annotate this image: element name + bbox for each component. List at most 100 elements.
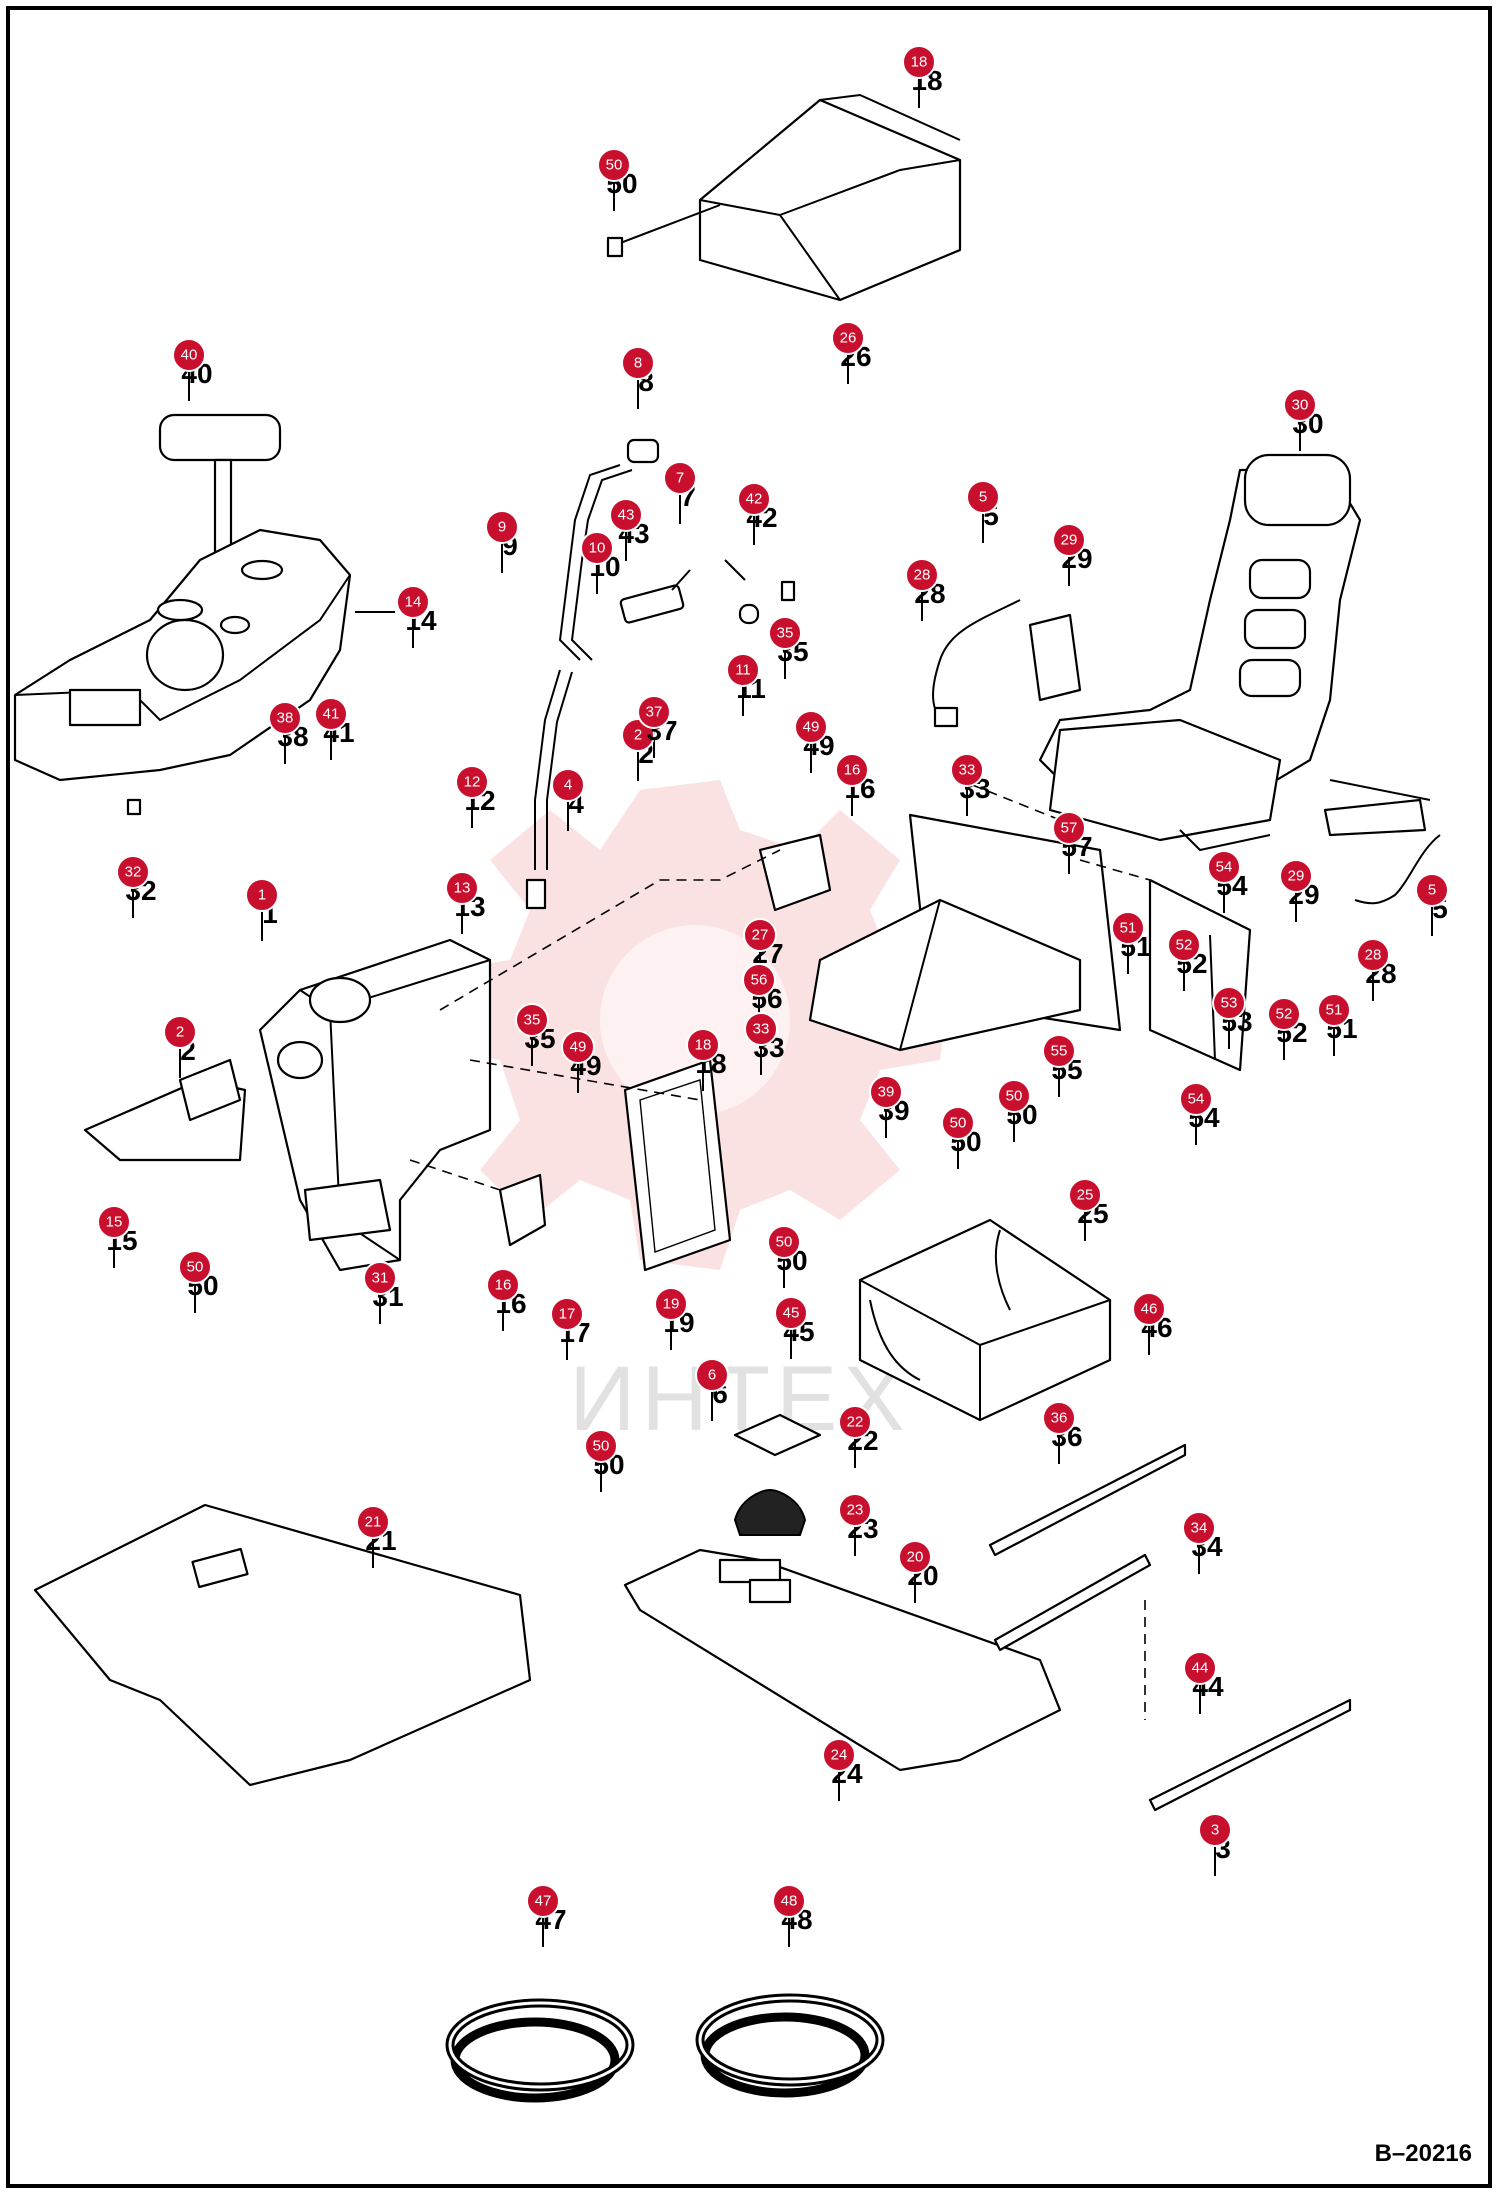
callout-badge[interactable]	[774, 1296, 808, 1330]
callout-number: 50	[950, 1115, 967, 1132]
callout-number: 44	[1192, 1660, 1209, 1677]
callout-number: 45	[783, 1305, 800, 1322]
callout-number: 41	[323, 706, 340, 723]
callout-badge[interactable]	[1052, 523, 1086, 557]
callout-badge[interactable]	[835, 753, 869, 787]
callout-number: 12	[464, 774, 481, 791]
callout-badge[interactable]	[726, 653, 760, 687]
callout-badge[interactable]	[268, 701, 302, 735]
callout-badge[interactable]	[455, 765, 489, 799]
callout-badge[interactable]	[163, 1015, 197, 1049]
callout-number: 40	[181, 347, 198, 364]
callout-number: 2	[176, 1024, 184, 1041]
callout-number: 18	[911, 54, 928, 71]
callout-badge[interactable]	[526, 1884, 560, 1918]
callout-badge[interactable]	[561, 1030, 595, 1064]
callout-badge[interactable]	[551, 768, 585, 802]
callout-number: 52	[1276, 1006, 1293, 1023]
callout-badge[interactable]	[597, 148, 631, 182]
callout-badge[interactable]	[1198, 1813, 1232, 1847]
callout-number: 19	[663, 1296, 680, 1313]
callout-badge[interactable]	[772, 1884, 806, 1918]
callout-badge[interactable]	[1212, 986, 1246, 1020]
callout-badge[interactable]	[245, 878, 279, 912]
callout-badge[interactable]	[1267, 997, 1301, 1031]
callout-number: 26	[840, 330, 857, 347]
seat-belt	[932, 599, 1441, 905]
callout-badge[interactable]	[695, 1358, 729, 1392]
callout-badge[interactable]	[637, 695, 671, 729]
callout-badge[interactable]	[743, 918, 777, 952]
callout-number: 56	[751, 972, 768, 989]
callout-badge[interactable]	[1356, 938, 1390, 972]
callout-badge[interactable]	[1167, 928, 1201, 962]
callout-badge[interactable]	[580, 531, 614, 565]
callout-badge[interactable]	[1052, 811, 1086, 845]
callout-badge[interactable]	[1042, 1401, 1076, 1435]
callout-badge[interactable]	[550, 1297, 584, 1331]
callout-badge[interactable]	[1279, 859, 1313, 893]
callout-badge[interactable]	[97, 1205, 131, 1239]
callout-number: 32	[125, 864, 142, 881]
callout-badge[interactable]	[950, 753, 984, 787]
callout-badge[interactable]	[116, 855, 150, 889]
callout-badge[interactable]	[663, 461, 697, 495]
callout-number: 13	[454, 880, 471, 897]
callout-badge[interactable]	[822, 1738, 856, 1772]
callout-number: 21	[365, 1514, 382, 1531]
callout-badge[interactable]	[621, 346, 655, 380]
callout-badge[interactable]	[445, 871, 479, 905]
callout-badge[interactable]	[767, 1225, 801, 1259]
callout-badge[interactable]	[768, 616, 802, 650]
callout-badge[interactable]	[997, 1079, 1031, 1113]
callout-badge[interactable]	[966, 480, 1000, 514]
callout-badge[interactable]	[1132, 1292, 1166, 1326]
callout-badge[interactable]	[178, 1250, 212, 1284]
callout-badge[interactable]	[172, 338, 206, 372]
callout-badge[interactable]	[905, 558, 939, 592]
callout-badge[interactable]	[485, 510, 519, 544]
callout-badge[interactable]	[584, 1429, 618, 1463]
operator-console	[13, 413, 395, 816]
callout-badge[interactable]	[1317, 993, 1351, 1027]
callout-badge[interactable]	[902, 45, 936, 79]
callout-badge[interactable]	[1068, 1178, 1102, 1212]
callout-badge[interactable]	[1179, 1082, 1213, 1116]
callout-badge[interactable]	[898, 1540, 932, 1574]
trim-strips	[988, 1443, 1352, 1812]
page-frame	[6, 6, 1492, 2188]
callout-badge[interactable]	[363, 1261, 397, 1295]
callout-number: 7	[676, 470, 684, 487]
callout-badge[interactable]	[654, 1287, 688, 1321]
callout-badge[interactable]	[1283, 388, 1317, 422]
callout-badge[interactable]	[742, 963, 776, 997]
callout-badge[interactable]	[838, 1405, 872, 1439]
callout-badge[interactable]	[609, 498, 643, 532]
callout-number: 50	[1006, 1088, 1023, 1105]
callout-badge[interactable]	[1415, 873, 1449, 907]
callout-badge[interactable]	[686, 1028, 720, 1062]
callout-badge[interactable]	[838, 1493, 872, 1527]
callout-number: 2	[634, 727, 642, 744]
callout-badge[interactable]	[486, 1268, 520, 1302]
callout-badge[interactable]	[794, 710, 828, 744]
callout-badge[interactable]	[744, 1012, 778, 1046]
callout-number: 20	[907, 1549, 924, 1566]
watermark-logo: ИНТЕХ	[440, 780, 950, 1450]
callout-badge[interactable]	[515, 1003, 549, 1037]
callout-badge[interactable]	[737, 482, 771, 516]
callout-badge[interactable]	[1183, 1651, 1217, 1685]
callout-badge[interactable]	[356, 1505, 390, 1539]
callout-badge[interactable]	[396, 585, 430, 619]
callout-number: 49	[570, 1039, 587, 1056]
callout-number: 24	[831, 1747, 848, 1764]
callout-badge[interactable]	[1182, 1511, 1216, 1545]
callout-badge[interactable]	[869, 1075, 903, 1109]
callout-badge[interactable]	[1207, 850, 1241, 884]
callout-badge[interactable]	[941, 1106, 975, 1140]
callout-number: 30	[1292, 397, 1309, 414]
callout-badge[interactable]	[314, 697, 348, 731]
callout-badge[interactable]	[831, 321, 865, 355]
callout-badge[interactable]	[1111, 911, 1145, 945]
callout-badge[interactable]	[1042, 1034, 1076, 1068]
